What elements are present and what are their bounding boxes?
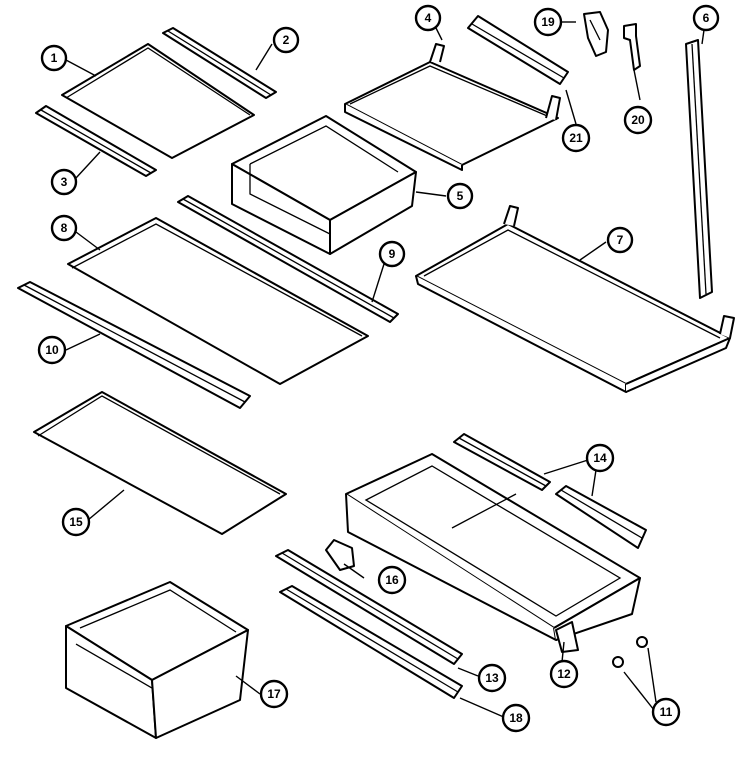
- part-6-vertical-rail: [685, 39, 713, 299]
- part-17-crisper-pan: [65, 581, 249, 739]
- svg-text:12: 12: [557, 667, 571, 681]
- svg-text:19: 19: [541, 15, 555, 29]
- callout-18: 18: [501, 703, 531, 733]
- svg-text:10: 10: [45, 343, 59, 357]
- part-12-cover-frame: [345, 453, 641, 653]
- svg-text:7: 7: [617, 233, 624, 247]
- callout-1: 1: [40, 44, 68, 72]
- callout-19: 19: [533, 7, 563, 37]
- callout-21: 21: [561, 123, 591, 153]
- callout-13: 13: [477, 663, 507, 693]
- callout-4: 4: [414, 4, 442, 32]
- part-4-cantilever-shelf: [344, 43, 561, 171]
- svg-text:17: 17: [267, 687, 281, 701]
- svg-text:16: 16: [385, 573, 399, 587]
- part-16-clip: [325, 539, 355, 571]
- callout-5: 5: [446, 182, 474, 210]
- callout-10: 10: [37, 335, 67, 365]
- svg-text:14: 14: [593, 451, 607, 465]
- callout-9: 9: [378, 240, 406, 268]
- callout-15: 15: [61, 507, 91, 537]
- part-9-rear-trim: [177, 195, 399, 323]
- svg-text:2: 2: [283, 33, 290, 47]
- callout-6: 6: [692, 4, 720, 32]
- svg-text:15: 15: [69, 515, 83, 529]
- part-7-cantilever-shelf: [415, 205, 735, 393]
- part-19-bracket: [583, 11, 609, 57]
- part-10-front-trim: [17, 281, 251, 409]
- part-8-shelf-glass: [67, 217, 369, 385]
- svg-text:21: 21: [569, 131, 583, 145]
- svg-text:3: 3: [61, 175, 68, 189]
- part-21-shelf-trim: [467, 15, 569, 85]
- part-18-slide-rail: [279, 585, 463, 699]
- part-20-bracket: [623, 23, 641, 71]
- callout-17: 17: [259, 679, 289, 709]
- callout-7: 7: [606, 226, 634, 254]
- part-5-deli-pan: [231, 115, 417, 255]
- callout-20: 20: [623, 105, 653, 135]
- part-13-slide-rail: [275, 549, 463, 665]
- callout-16: 16: [377, 565, 407, 595]
- svg-text:4: 4: [425, 11, 432, 25]
- part-14-side-rail: [453, 433, 647, 549]
- callout-12: 12: [549, 659, 579, 689]
- callouts: 1 2 3 4 5 6 7 8 9 10 11 12 13 14 15 16 1…: [37, 4, 720, 733]
- callout-14: 14: [585, 443, 615, 473]
- callout-11: 11: [651, 697, 681, 727]
- svg-text:6: 6: [703, 11, 710, 25]
- svg-text:5: 5: [457, 189, 464, 203]
- part-1-shelf-glass: [61, 43, 255, 159]
- svg-text:8: 8: [61, 221, 68, 235]
- leader-lines: [65, 21, 705, 719]
- callout-3: 3: [50, 168, 78, 196]
- callout-2: 2: [272, 26, 300, 54]
- svg-text:11: 11: [660, 705, 673, 719]
- part-11-screws: [612, 636, 648, 668]
- svg-text:9: 9: [389, 247, 396, 261]
- svg-text:13: 13: [485, 671, 499, 685]
- svg-text:1: 1: [51, 51, 58, 65]
- part-15-cover-glass: [33, 391, 287, 535]
- svg-text:18: 18: [509, 711, 523, 725]
- callout-8: 8: [50, 214, 78, 242]
- part-2-trim-rail: [162, 27, 277, 99]
- part-3-front-trim: [35, 105, 157, 177]
- svg-text:20: 20: [631, 113, 645, 127]
